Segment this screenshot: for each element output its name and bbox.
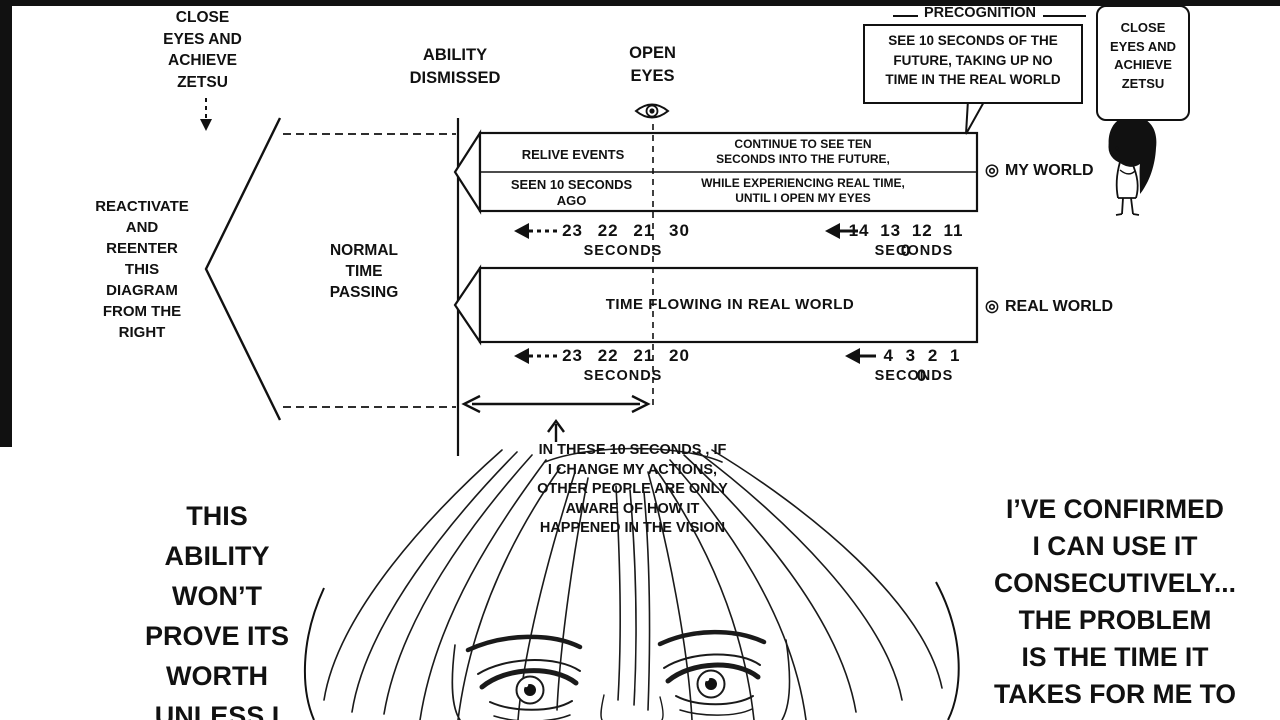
- normal-time-label: NORMAL TIME PASSING: [329, 242, 399, 301]
- chibi-character: [1108, 115, 1157, 216]
- precognition-title: PRECOGNITION: [924, 5, 1036, 21]
- precognition-body-text: SEE 10 SECONDS OF THE FUTURE, TAKING UP …: [885, 33, 1061, 87]
- zetsu-box-text: CLOSE EYES AND ACHIEVE ZETSU: [1110, 20, 1176, 91]
- open-eyes-label: OPEN EYES: [629, 44, 676, 85]
- seconds-label: SECONDS: [874, 243, 954, 259]
- double-circle-icon: ◎: [985, 162, 999, 179]
- my-world-label-text: MY WORLD: [1004, 162, 1094, 179]
- real-world-ticks-right: 4 3 2 1 0: [883, 346, 961, 385]
- face-drawing: [323, 447, 943, 720]
- my-world-ticks-right: 14 13 12 11 0: [848, 221, 964, 260]
- real-world-label-text: REAL WORLD: [1004, 298, 1114, 315]
- seconds-label: SECONDS: [583, 243, 663, 259]
- speech-bubble-edges: [303, 581, 960, 720]
- left-arrow-icon: [845, 348, 876, 364]
- experiencing-real-time-text: WHILE EXPERIENCING REAL TIME, UNTIL I OP…: [701, 176, 905, 205]
- left-arrow-icon: [825, 223, 858, 239]
- reactivate-label: REACTIVATE AND REENTER THIS DIAGRAM FROM…: [95, 198, 189, 341]
- my-world-label: ◎ MY WORLD: [985, 160, 1135, 180]
- my-world-ticks-left: 23 22 21 30: [562, 221, 690, 240]
- speech-bubble-right-text: I’VE CONFIRMED I CAN USE IT CONSECUTIVEL…: [994, 494, 1236, 709]
- zetsu-dashed-arrow-icon: [200, 98, 212, 131]
- panel-borders: [0, 0, 1280, 447]
- reentry-funnel-shape: [204, 117, 456, 421]
- continue-to-see-text: CONTINUE TO SEE TEN SECONDS INTO THE FUT…: [716, 137, 890, 166]
- eye-icon: [634, 103, 670, 119]
- my-world-bar-shape: [453, 129, 979, 215]
- dashed-left-arrow-icon: [514, 348, 559, 364]
- real-world-label: ◎ REAL WORLD: [985, 296, 1145, 316]
- time-flowing-text: TIME FLOWING IN REAL WORLD: [605, 296, 855, 313]
- zetsu-instruction-label: CLOSE EYES AND ACHIEVE ZETSU: [163, 9, 242, 91]
- dashed-left-arrow-icon: [514, 223, 559, 239]
- relive-events-text: RELIVE EVENTS: [521, 147, 625, 162]
- seconds-label: SECONDS: [874, 368, 954, 384]
- seconds-label: SECONDS: [583, 368, 663, 384]
- speech-bubble-left-text: THIS ABILITY WON’T PROVE ITS WORTH UNLES…: [144, 501, 290, 720]
- real-world-bar-shape: [453, 264, 979, 346]
- precognition-bubble: SEE 10 SECONDS OF THE FUTURE, TAKING UP …: [863, 24, 1083, 104]
- zetsu-box: CLOSE EYES AND ACHIEVE ZETSU: [1096, 5, 1190, 121]
- ability-dismissed-label: ABILITY DISMISSED: [409, 46, 501, 87]
- ten-seconds-span-arrow: [461, 394, 651, 442]
- real-world-ticks-left: 23 22 21 20: [562, 346, 690, 365]
- ten-seconds-note: IN THESE 10 SECONDS , IF I CHANGE MY ACT…: [537, 442, 728, 536]
- seen-10-seconds-text: SEEN 10 SECONDS AGO: [510, 177, 633, 208]
- double-circle-icon: ◎: [985, 298, 999, 315]
